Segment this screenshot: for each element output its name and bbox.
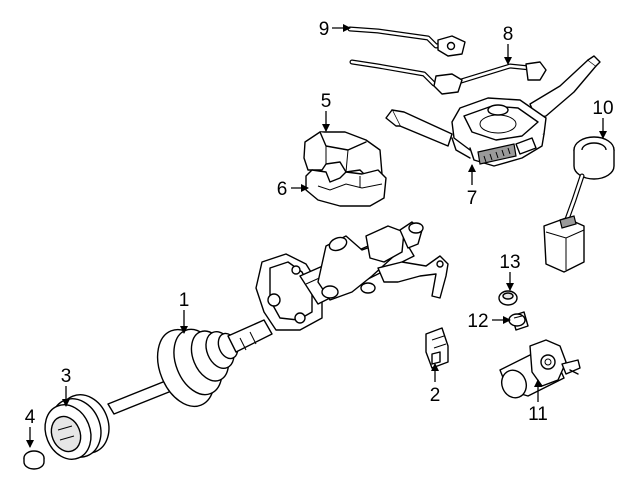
callout-2: 2	[430, 385, 441, 406]
part-3-coupler	[44, 394, 110, 460]
callout-6: 6	[277, 179, 288, 200]
callouts: 1 2 3 4 5 6 7 8 9 10 11 12 13	[25, 19, 614, 428]
part-13-bolt	[498, 290, 518, 306]
leader-lines	[26, 24, 607, 448]
part-5-6-column-shroud	[303, 131, 387, 207]
callout-11: 11	[528, 404, 548, 425]
callout-12: 12	[467, 311, 488, 332]
part-2-clip	[425, 327, 449, 369]
callout-10: 10	[592, 98, 613, 119]
callout-8: 8	[503, 24, 514, 45]
part-9-cable	[347, 26, 466, 57]
callout-3: 3	[61, 366, 72, 387]
callout-7: 7	[467, 188, 478, 209]
part-12-screw	[508, 311, 529, 331]
part-4-cap	[23, 450, 45, 470]
callout-1: 1	[179, 290, 190, 311]
callout-13: 13	[499, 252, 520, 273]
callout-4: 4	[25, 407, 36, 428]
part-10-clock-spring	[543, 136, 615, 273]
part-11-lock-housing	[499, 339, 581, 399]
part-7-combination-switch	[385, 55, 601, 167]
part-1-steering-column	[107, 221, 449, 415]
part-8-cable	[349, 59, 547, 95]
callout-9: 9	[319, 19, 330, 40]
callout-5: 5	[321, 91, 332, 112]
